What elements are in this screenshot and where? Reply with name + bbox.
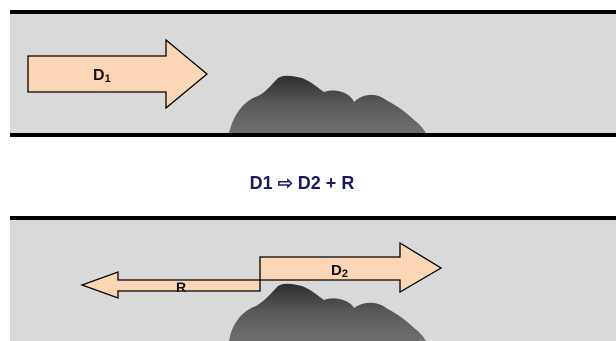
arrow-d2-label-sub: 2	[342, 268, 348, 280]
arrow-d2-label: D2	[331, 262, 348, 280]
arrow-d1-label-main: D	[93, 67, 105, 84]
bottom-panel: R D2	[10, 216, 616, 341]
arrow-d1	[27, 38, 209, 110]
top-panel: D1	[10, 10, 616, 137]
arrow-d2-label-main: D	[331, 262, 342, 279]
arrow-d1-label: D1	[93, 67, 111, 85]
arrow-d2	[259, 241, 443, 294]
arrow-r	[80, 271, 261, 299]
top-obstacle	[229, 75, 426, 133]
equation-arrow-icon: ⇨	[278, 173, 293, 193]
arrow-d1-label-sub: 1	[105, 73, 111, 85]
partition-equation: D1 ⇨ D2 + R	[250, 173, 355, 193]
arrow-r-label: R	[176, 279, 186, 295]
equation-rhs: D2 + R	[298, 173, 355, 193]
bottom-obstacle	[229, 283, 426, 341]
equation-lhs: D1	[250, 173, 273, 193]
